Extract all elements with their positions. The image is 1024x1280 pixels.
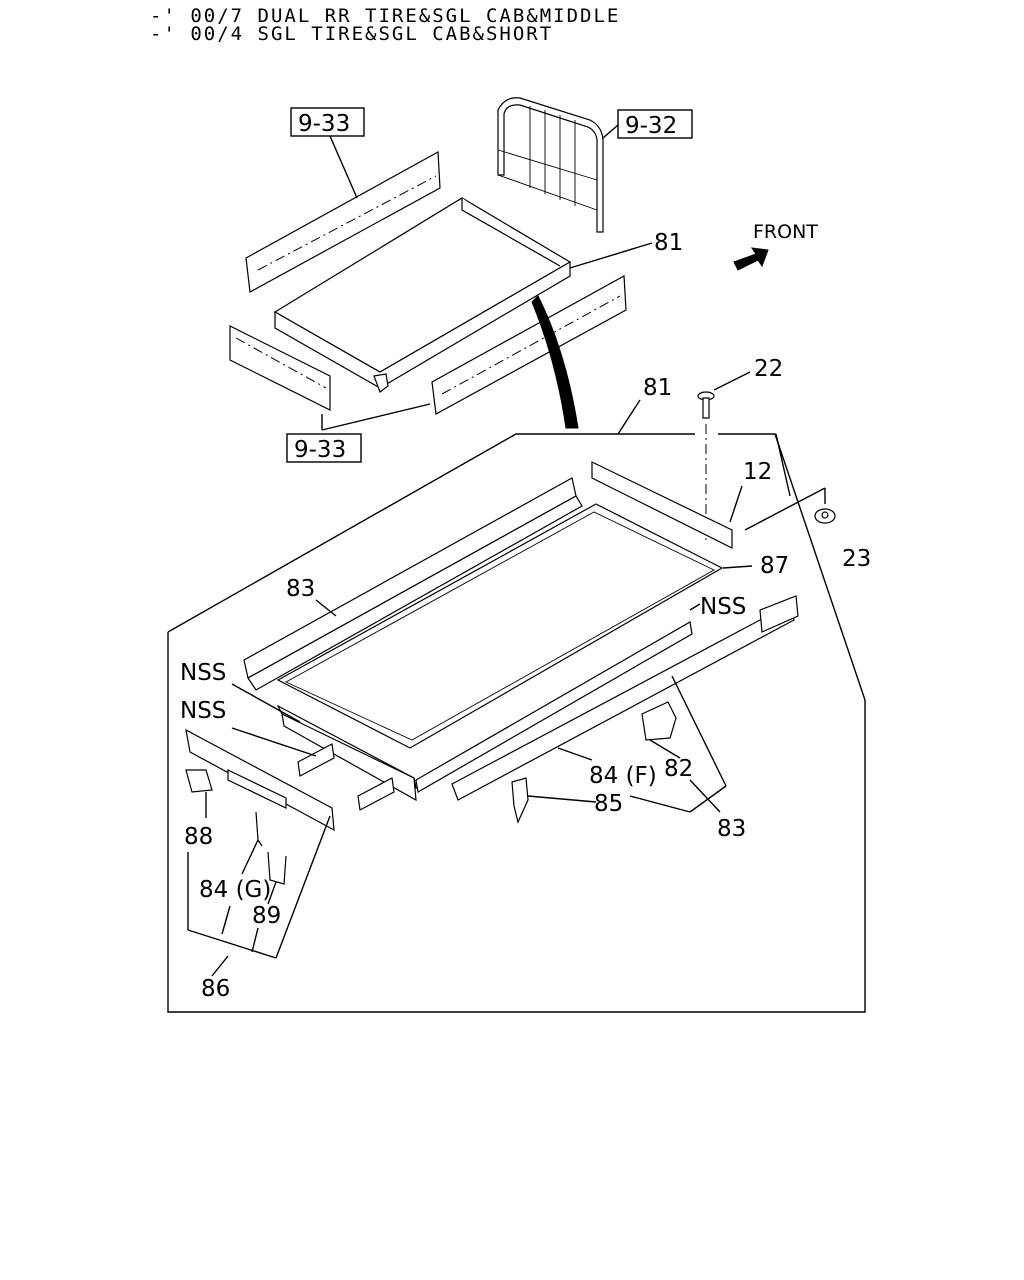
upper-side-panel xyxy=(245,135,441,293)
ref-box-9-33-top[interactable] xyxy=(290,107,365,137)
u-bolt-89 xyxy=(267,851,287,885)
front-arrow xyxy=(733,247,769,271)
callout-82: 82 xyxy=(664,756,693,782)
callout-84g: 84 (G) xyxy=(199,877,271,903)
callout-22: 22 xyxy=(754,356,783,382)
callout-81-top: 81 xyxy=(654,230,683,256)
callout-86: 86 xyxy=(201,976,230,1002)
bolt-22 xyxy=(697,371,751,540)
callout-84f: 84 (F) xyxy=(589,763,657,789)
lower-left-panel xyxy=(229,325,331,430)
ref-box-9-32[interactable] xyxy=(617,109,693,139)
long-beam xyxy=(276,621,693,802)
exploded-view-outline xyxy=(167,433,866,1013)
cab-protector xyxy=(497,97,619,233)
lower-right-panel xyxy=(321,275,627,431)
left-rail xyxy=(243,477,583,691)
deck-frame xyxy=(276,503,753,749)
callout-83-top: 83 xyxy=(286,576,315,602)
callout-nss-right: NSS xyxy=(700,594,746,620)
nss-block-right xyxy=(357,777,395,811)
ref-9-33-top[interactable]: 9-33 xyxy=(298,111,350,137)
applicability-note-1: -' 00/7 DUAL RR TIRE&SGL CAB&MIDDLE xyxy=(150,5,621,27)
callout-87: 87 xyxy=(760,553,789,579)
nss-block-left xyxy=(297,743,335,777)
right-rail xyxy=(451,595,799,801)
explode-arrow xyxy=(531,295,579,429)
front-label: FRONT xyxy=(753,221,818,243)
bracket-82 xyxy=(641,701,677,741)
bracket-88 xyxy=(185,769,213,793)
applicability-note-2: -' 00/4 SGL TIRE&SGL CAB&SHORT xyxy=(150,23,554,45)
deck-platform xyxy=(273,197,653,393)
ref-9-33-bottom[interactable]: 9-33 xyxy=(294,437,346,463)
callout-89: 89 xyxy=(252,903,281,929)
callout-23: 23 xyxy=(842,546,871,572)
callout-12: 12 xyxy=(743,459,772,485)
callout-85: 85 xyxy=(594,791,623,817)
callout-nss-lower-left: NSS xyxy=(180,698,226,724)
callout-88: 88 xyxy=(184,824,213,850)
nut-23 xyxy=(744,487,836,531)
callout-81: 81 xyxy=(643,375,672,401)
ref-9-32[interactable]: 9-32 xyxy=(625,113,677,139)
callout-83-bottom: 83 xyxy=(717,816,746,842)
clip-85 xyxy=(511,777,529,824)
plate-12 xyxy=(591,461,743,549)
rear-bracket-rail xyxy=(185,728,335,832)
callout-nss-upper-left: NSS xyxy=(180,660,226,686)
ref-box-9-33-bottom[interactable] xyxy=(286,433,362,463)
